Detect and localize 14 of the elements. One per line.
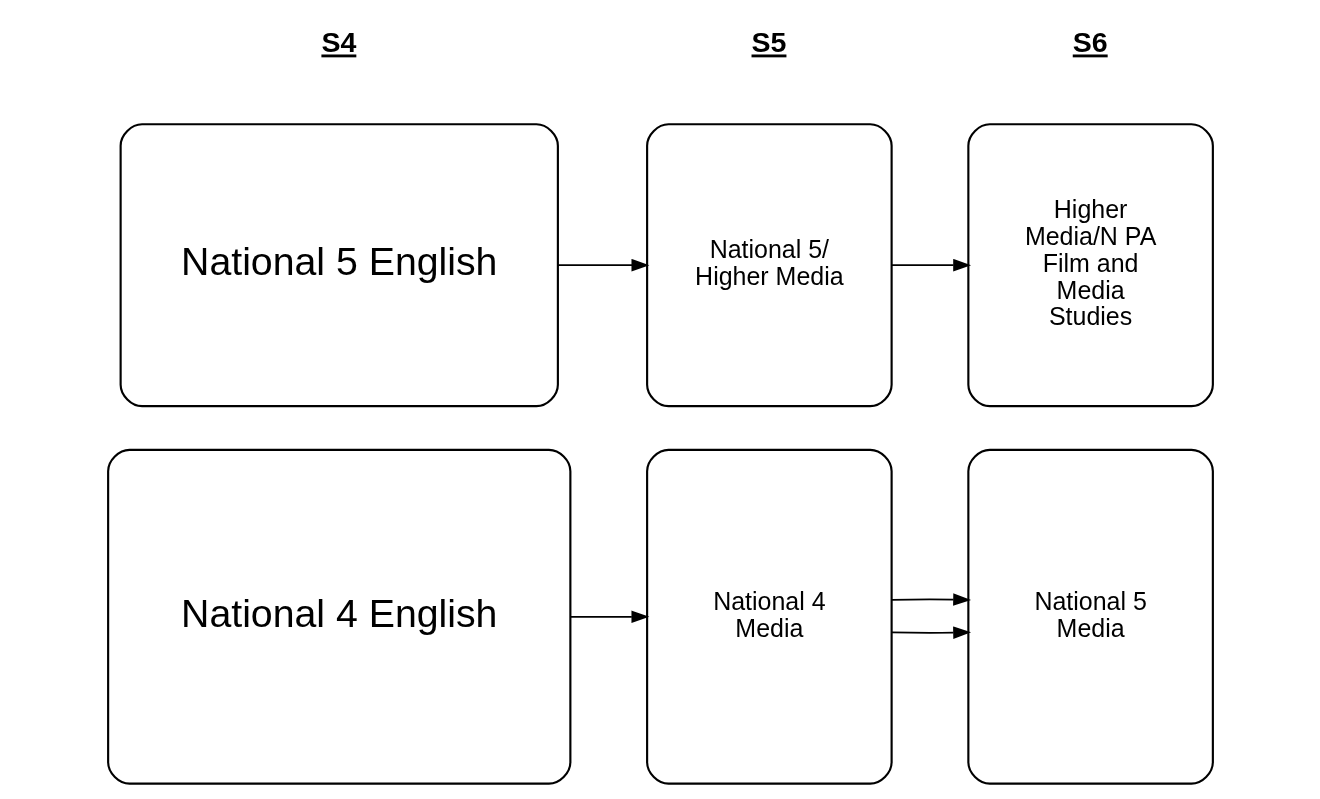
arrow	[890, 258, 971, 272]
arrow	[890, 593, 971, 606]
node-box: National 4 English	[106, 448, 571, 785]
label: S4	[320, 26, 356, 59]
arrow	[890, 626, 971, 639]
node-box: National 5/ Higher Media	[645, 123, 893, 408]
node-box: National 5 English	[119, 123, 559, 408]
node-box: National 4 Media	[645, 448, 893, 785]
label: S6	[1072, 26, 1108, 59]
arrow	[569, 610, 649, 624]
label: S5	[751, 26, 786, 59]
arrow	[556, 258, 649, 272]
node-box: Higher Media/N PA Film and Media Studies	[966, 123, 1214, 408]
node-box: National 5 Media	[966, 448, 1214, 785]
